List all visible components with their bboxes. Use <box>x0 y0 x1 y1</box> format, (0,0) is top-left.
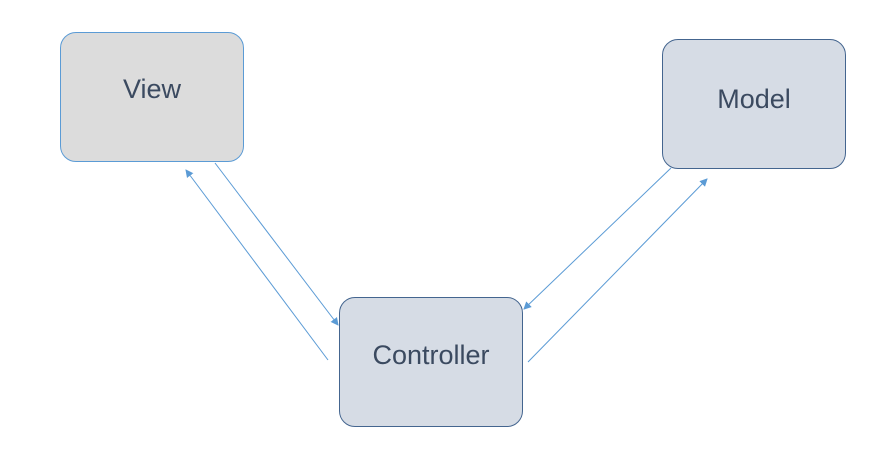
model-node-label: Model <box>717 84 791 114</box>
view-node: View <box>60 32 244 162</box>
arrow-controller-to-model <box>527 178 708 363</box>
arrow-model-to-controller <box>523 167 672 310</box>
controller-node: Controller <box>339 297 523 427</box>
arrow-controller-to-view <box>185 169 329 361</box>
model-node: Model <box>662 39 846 169</box>
controller-node-label: Controller <box>372 340 490 370</box>
arrow-view-to-controller <box>214 162 339 326</box>
view-node-label: View <box>122 74 182 104</box>
